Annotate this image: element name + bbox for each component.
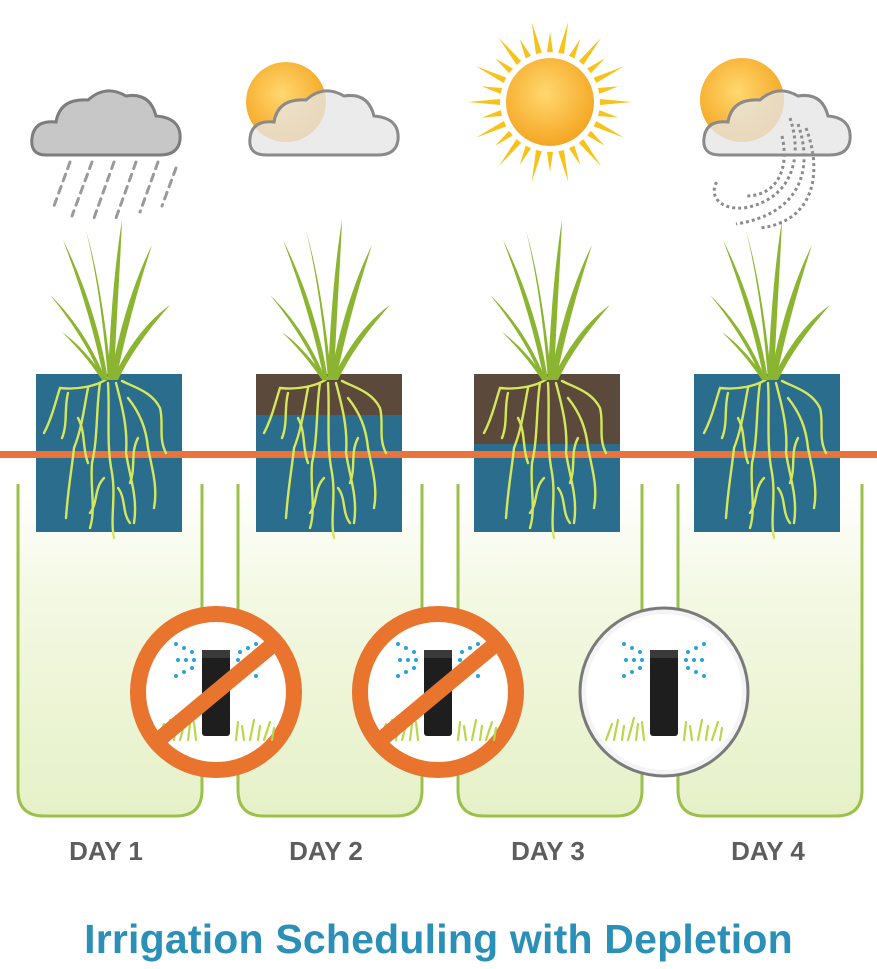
sun-ray bbox=[476, 120, 507, 138]
irrigation-badge-day-4 bbox=[578, 606, 750, 778]
sun-icon bbox=[468, 22, 632, 182]
day-3-label: DAY 3 bbox=[511, 836, 585, 866]
sun-ray bbox=[599, 99, 632, 105]
sun-ray bbox=[587, 130, 605, 146]
sun-ray bbox=[568, 38, 581, 59]
sun-ray bbox=[578, 139, 602, 167]
sun-ray bbox=[587, 58, 605, 74]
sun-ray bbox=[558, 149, 569, 182]
sun-ray bbox=[531, 149, 542, 182]
sun-ray bbox=[481, 86, 503, 94]
rain-cloud-icon bbox=[30, 89, 182, 220]
no-irrigation-badge-day-2 bbox=[352, 606, 524, 778]
sun-ray bbox=[495, 58, 513, 74]
page-title: Irrigation Scheduling with Depletion bbox=[84, 916, 793, 962]
sun-ray bbox=[519, 145, 532, 166]
plant-day-3-icon bbox=[490, 220, 610, 380]
sun-ray bbox=[468, 99, 501, 105]
day-4-label: DAY 4 bbox=[731, 836, 805, 866]
sun-ray bbox=[568, 145, 581, 166]
partly-cloudy-icon bbox=[246, 62, 400, 157]
windy-partly-cloudy-icon bbox=[700, 58, 852, 230]
sun-ray bbox=[597, 86, 619, 94]
sun-ray bbox=[578, 37, 602, 65]
plant-day-4-icon bbox=[710, 220, 830, 380]
plant-day-2-icon bbox=[270, 220, 390, 380]
plant-day-1-icon bbox=[50, 220, 170, 380]
sun-ray bbox=[476, 66, 507, 84]
sun-ray bbox=[547, 151, 553, 172]
sun-ray bbox=[498, 37, 522, 65]
sun-ray bbox=[498, 139, 522, 167]
no-irrigation-badge-day-1 bbox=[130, 606, 302, 778]
sun-ray bbox=[495, 130, 513, 146]
sun-ray bbox=[597, 110, 619, 118]
day-2-label: DAY 2 bbox=[289, 836, 363, 866]
plants bbox=[50, 220, 830, 380]
sun-ray bbox=[481, 110, 503, 118]
day-1-label: DAY 1 bbox=[69, 836, 143, 866]
sun-ray bbox=[547, 32, 553, 53]
sun-ray bbox=[531, 22, 542, 55]
sun-ray bbox=[558, 22, 569, 55]
sun-ray bbox=[593, 120, 624, 138]
depletion-threshold-line bbox=[0, 451, 877, 458]
sun-ray bbox=[593, 66, 624, 84]
sun-ray bbox=[519, 38, 532, 59]
